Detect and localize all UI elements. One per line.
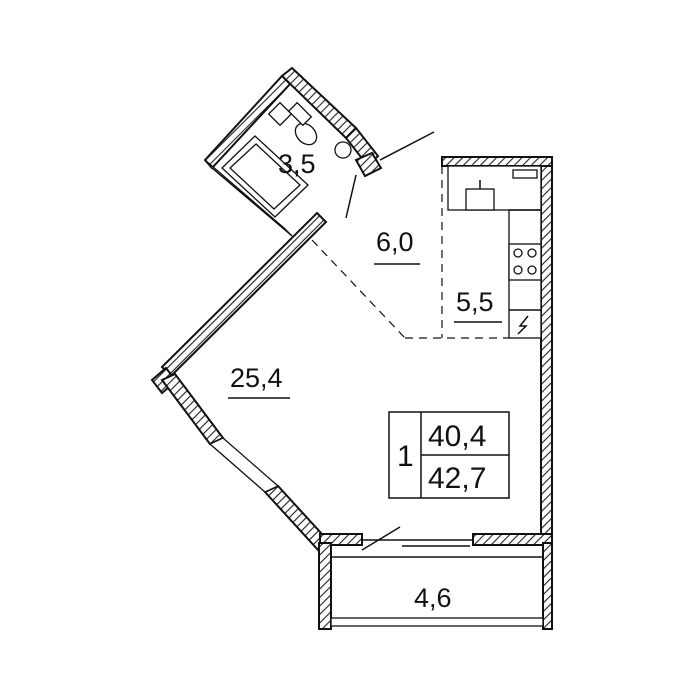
balcony-area-label: 4,6: [414, 583, 452, 613]
bathroom-area-label: 3,5: [278, 149, 316, 179]
living-left-upper-wall: [160, 211, 328, 378]
sink-icon: [334, 141, 352, 159]
burner-2: [527, 248, 537, 258]
balcony-right-wall: [542, 542, 553, 630]
bathtub-inner: [229, 143, 301, 210]
walls: [150, 66, 553, 630]
burner-3: [513, 265, 523, 275]
electric-panel-icon: [517, 315, 529, 335]
balcony-left-wall: [318, 542, 332, 630]
bathroom-corner-wall: [354, 151, 383, 178]
living-area-label: 25,4: [230, 363, 283, 393]
fridge-icon: [512, 169, 538, 179]
kitchen-area-label: 5,5: [456, 287, 494, 317]
kitchen-fixtures: [447, 165, 542, 339]
hall-living-divider: [311, 239, 406, 339]
living-area-value: 40,4: [428, 420, 486, 453]
bottom-wall-right: [472, 533, 553, 546]
hall-area-label: 6,0: [376, 227, 414, 257]
bathroom-bottom-wall: [204, 159, 293, 237]
zone-dividers: [311, 166, 509, 339]
bathroom-door-swing: [345, 174, 357, 219]
balcony-outer-rail: [330, 617, 544, 627]
area-labels: 3,5 6,0 5,5 25,4 4,6: [228, 149, 502, 613]
summary-box: 1 40,4 42,7: [388, 411, 510, 499]
burner-4: [527, 265, 537, 275]
washing-machine: [267, 101, 293, 127]
balcony-door-swing: [361, 526, 401, 551]
kitchen-top-wall: [441, 156, 553, 167]
bathroom-fixtures: [221, 101, 352, 218]
kitchen-sink: [465, 188, 495, 211]
stove-icon: [508, 243, 542, 281]
living-window: [208, 437, 280, 493]
burner-1: [513, 248, 523, 258]
entrance-door-swing: [379, 131, 435, 161]
bathroom-top-wall: [280, 66, 358, 140]
living-left-lower-wall-a: [160, 372, 225, 446]
toilet-icon: [294, 122, 318, 146]
rooms-count: 1: [397, 440, 414, 473]
toilet-tank: [287, 101, 313, 127]
right-exterior-wall: [540, 156, 553, 544]
total-area-value: 42,7: [428, 462, 486, 495]
